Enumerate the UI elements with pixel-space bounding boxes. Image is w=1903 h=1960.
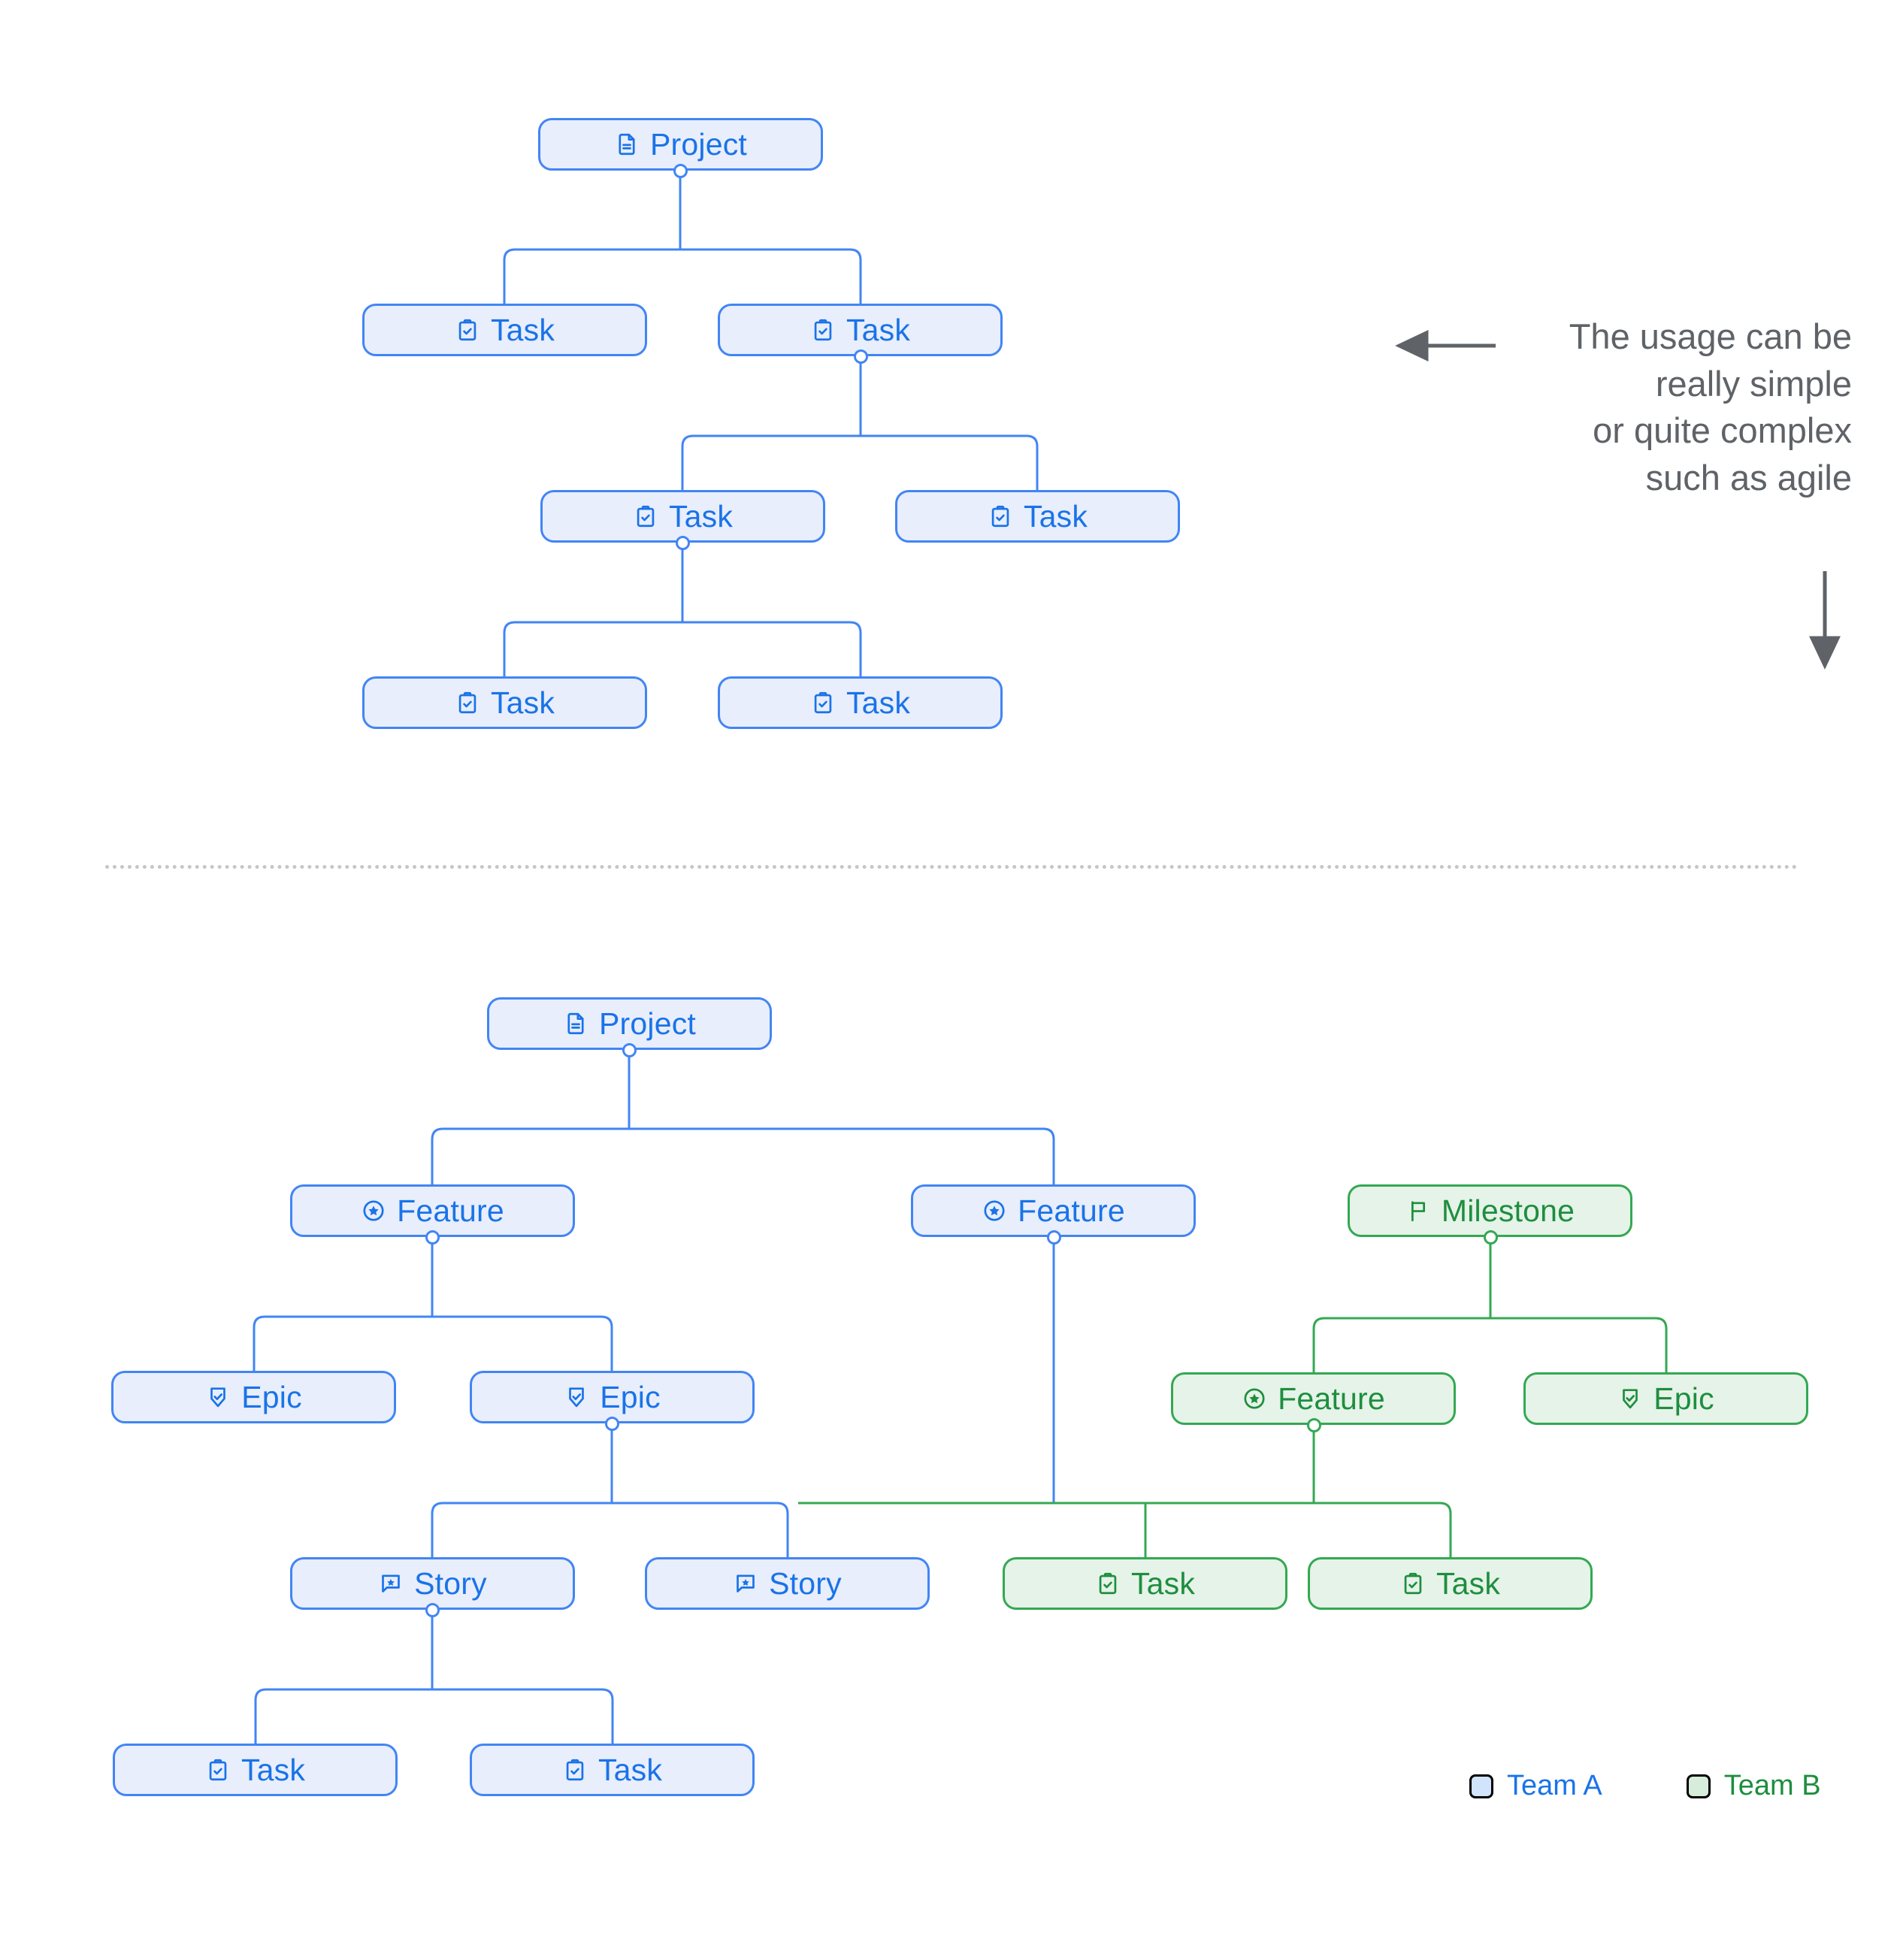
node-epic[interactable]: Epic [1523, 1372, 1808, 1425]
connector-port [1484, 1230, 1498, 1245]
node-task[interactable]: Task [470, 1744, 755, 1796]
node-feature[interactable]: Feature [911, 1184, 1196, 1237]
node-task[interactable]: Task [362, 304, 647, 356]
connector-port [1307, 1418, 1321, 1432]
node-label: Project [598, 1006, 696, 1041]
clipboard-check-icon [810, 690, 836, 715]
node-label: Task [1436, 1565, 1501, 1601]
clipboard-check-icon [988, 504, 1013, 529]
clipboard-check-icon [455, 317, 480, 343]
connector-port [425, 1603, 440, 1617]
legend-swatch-icon [1469, 1774, 1493, 1798]
node-story[interactable]: Story [645, 1557, 930, 1610]
annotation-line: really simple [1655, 363, 1852, 404]
node-label: Task [1023, 498, 1088, 534]
connector-port [854, 349, 868, 364]
node-task[interactable]: Task [362, 676, 647, 729]
node-story[interactable]: Story [290, 1557, 575, 1610]
node-label: Epic [600, 1379, 661, 1414]
node-label: Task [846, 312, 911, 347]
node-label: Feature [1278, 1381, 1385, 1416]
legend-item-team-b[interactable]: Team B [1686, 1770, 1821, 1802]
node-label: Project [649, 126, 747, 162]
node-epic[interactable]: Epic [111, 1371, 396, 1423]
node-task[interactable]: Task [113, 1744, 398, 1796]
legend-label: Team A [1507, 1770, 1602, 1801]
node-task[interactable]: Task [718, 676, 1003, 729]
shield-check-icon [564, 1384, 589, 1410]
clipboard-check-icon [205, 1757, 231, 1783]
node-feature[interactable]: Feature [1171, 1372, 1456, 1425]
annotation-line: The usage can be [1569, 316, 1852, 356]
connector-port [605, 1417, 619, 1431]
section-divider [105, 865, 1798, 869]
document-icon [614, 132, 640, 157]
node-label: Task [846, 685, 911, 720]
node-label: Feature [397, 1193, 504, 1228]
flag-icon [1405, 1198, 1431, 1223]
node-label: Task [490, 312, 555, 347]
node-task[interactable]: Task [540, 490, 825, 543]
node-label: Story [769, 1565, 842, 1601]
node-label: Task [1130, 1565, 1196, 1601]
clipboard-check-icon [562, 1757, 588, 1783]
legend-item-team-a[interactable]: Team A [1469, 1770, 1602, 1802]
connector-port [425, 1230, 440, 1245]
clipboard-check-icon [1400, 1571, 1426, 1596]
connector-port [673, 164, 688, 178]
annotation-line: or quite complex [1593, 410, 1852, 450]
story-bubble-icon [733, 1571, 758, 1596]
node-task[interactable]: Task [718, 304, 1003, 356]
connector-port [622, 1043, 637, 1057]
node-label: Task [490, 685, 555, 720]
connector-port [676, 536, 690, 550]
star-circle-icon [1242, 1386, 1267, 1411]
node-task[interactable]: Task [895, 490, 1180, 543]
story-bubble-icon [378, 1571, 404, 1596]
node-label: Epic [241, 1379, 302, 1414]
shield-check-icon [205, 1384, 231, 1410]
legend: Team A Team B [1469, 1770, 1821, 1802]
node-label: Task [668, 498, 734, 534]
clipboard-check-icon [455, 690, 480, 715]
clipboard-check-icon [1095, 1571, 1121, 1596]
clipboard-check-icon [633, 504, 658, 529]
clipboard-check-icon [810, 317, 836, 343]
node-feature[interactable]: Feature [290, 1184, 575, 1237]
legend-swatch-icon [1686, 1774, 1711, 1798]
node-milestone[interactable]: Milestone [1348, 1184, 1632, 1237]
legend-label: Team B [1723, 1770, 1821, 1801]
node-label: Task [241, 1752, 306, 1787]
node-task[interactable]: Task [1003, 1557, 1287, 1610]
node-label: Feature [1018, 1193, 1125, 1228]
node-project[interactable]: Project [538, 118, 823, 171]
node-epic[interactable]: Epic [470, 1371, 755, 1423]
document-icon [563, 1011, 588, 1036]
star-circle-icon [982, 1198, 1007, 1223]
node-task[interactable]: Task [1308, 1557, 1593, 1610]
star-circle-icon [361, 1198, 386, 1223]
node-label: Story [414, 1565, 487, 1601]
shield-check-icon [1617, 1386, 1643, 1411]
connector-port [1047, 1230, 1061, 1245]
node-label: Epic [1653, 1381, 1714, 1416]
node-label: Task [598, 1752, 663, 1787]
node-label: Milestone [1441, 1193, 1575, 1228]
annotation-line: such as agile [1645, 457, 1852, 498]
node-project[interactable]: Project [487, 997, 772, 1050]
annotation-text: The usage can be really simple or quite … [1521, 313, 1852, 501]
